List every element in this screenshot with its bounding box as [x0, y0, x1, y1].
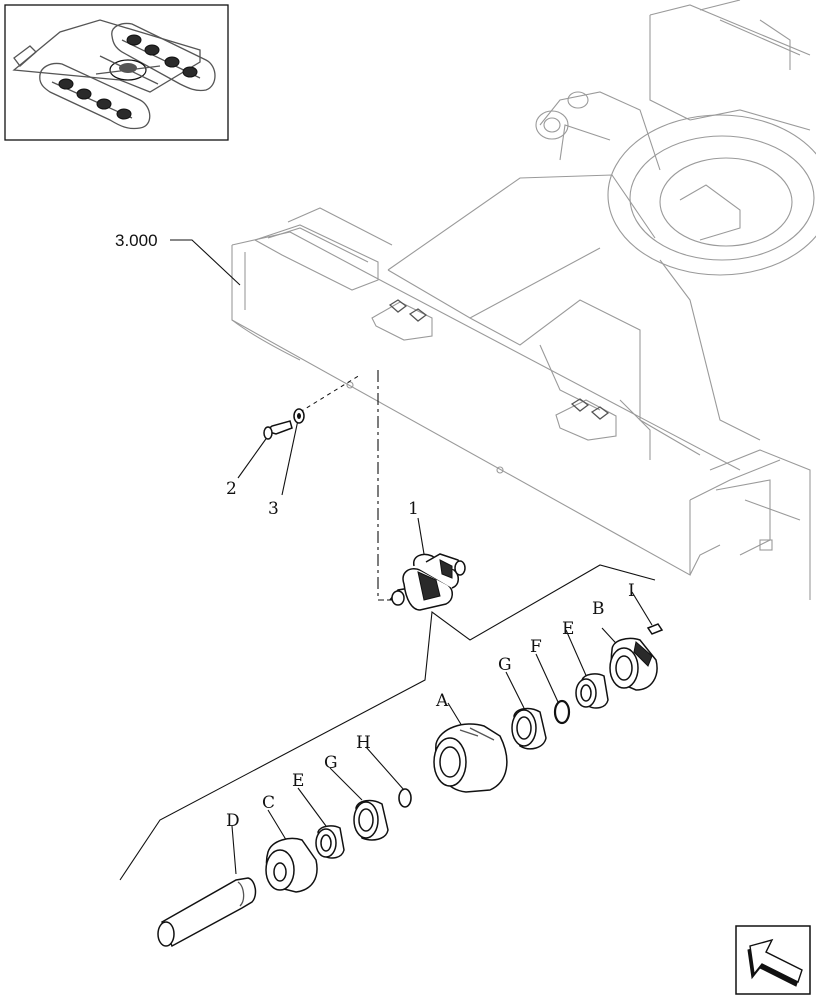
- part-E-bushing-left: [315, 825, 345, 859]
- callout-1: 1: [408, 499, 419, 519]
- part-C-collar: [265, 837, 318, 893]
- callout-G-right: G: [498, 655, 512, 675]
- bolt-part: [263, 420, 293, 440]
- callout-3: 3: [268, 499, 279, 519]
- leader-lines: [119, 239, 656, 881]
- part-A-roller-shell: [433, 723, 508, 793]
- part-G-seal-left: [353, 799, 389, 841]
- callout-assembly-ref: 3.000: [115, 231, 158, 250]
- callout-D: D: [226, 811, 240, 831]
- callout-F: F: [530, 637, 542, 657]
- callout-G-left: G: [324, 753, 338, 773]
- callout-I: I: [628, 581, 635, 601]
- callout-E-left: E: [292, 771, 304, 791]
- part-E-bushing-right: [575, 673, 609, 709]
- callout-2: 2: [226, 479, 237, 499]
- callout-A: A: [435, 691, 449, 711]
- callout-E-right: E: [562, 619, 574, 639]
- callout-B: B: [592, 599, 605, 619]
- part-I-plug: [646, 623, 664, 635]
- undercarriage-thumbnail-icon: [4, 4, 229, 141]
- part-B-collar: [609, 637, 658, 691]
- callout-H: H: [356, 733, 371, 753]
- return-arrow-icon[interactable]: [735, 925, 811, 995]
- washer-part: [293, 408, 305, 424]
- track-roller-assembly: [389, 553, 466, 611]
- part-D-shaft: [157, 877, 257, 948]
- callout-labels: 3.000 2 3 1 A B C D E E F G G H I: [115, 231, 635, 831]
- part-H-o-ring: [398, 788, 412, 808]
- undercarriage-frame: [231, 0, 816, 600]
- part-F-retaining-ring: [553, 699, 571, 725]
- part-G-seal-right: [511, 707, 547, 750]
- callout-C: C: [262, 793, 275, 813]
